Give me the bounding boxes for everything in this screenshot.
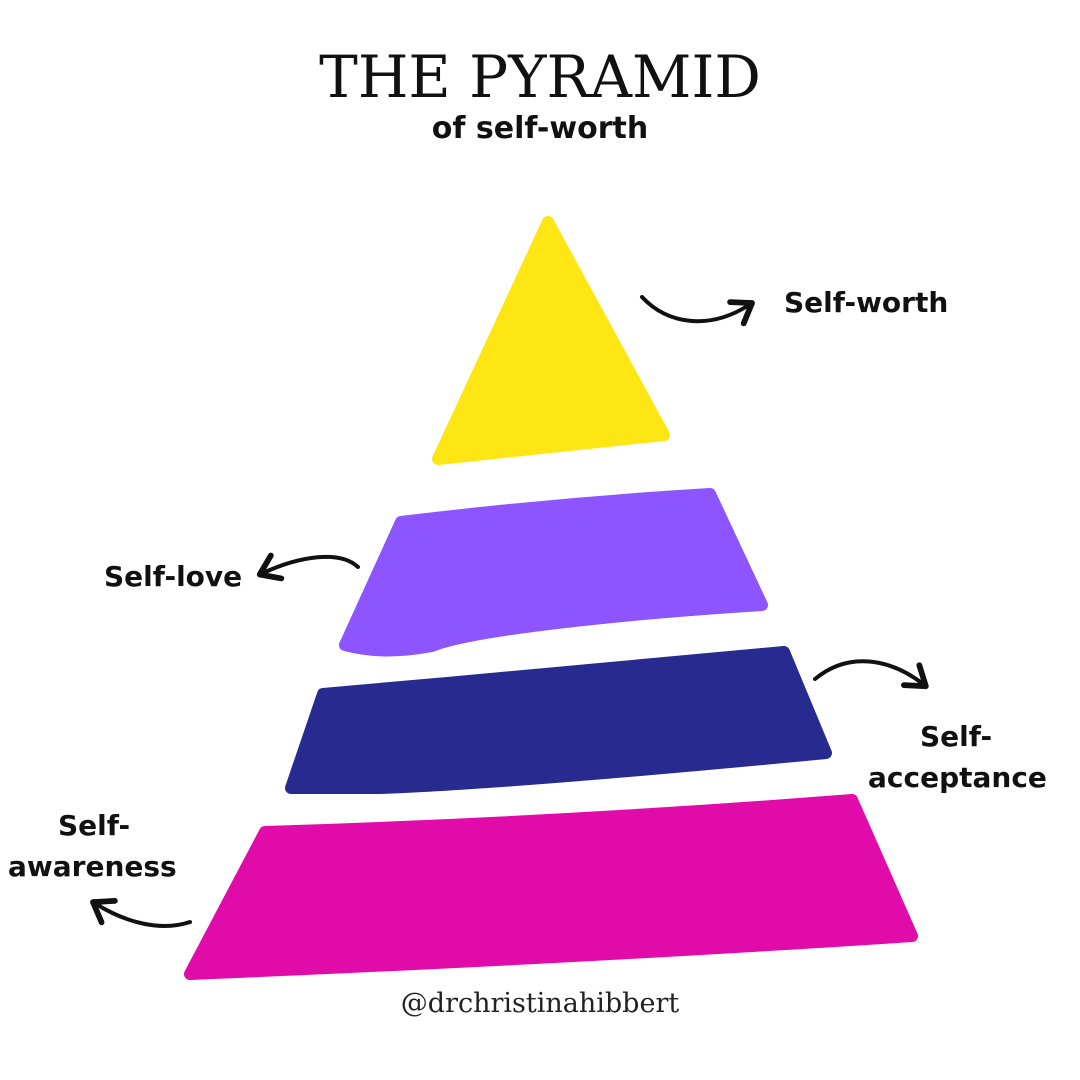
- arrow-self-acceptance: [813, 659, 929, 690]
- arrow-self-worth: [640, 295, 755, 327]
- label-self-acceptance-line2: acceptance: [868, 760, 1047, 794]
- author-handle: @drchristinahibbert: [400, 988, 680, 1019]
- page-title: THE PYRAMID: [319, 43, 761, 111]
- page-subtitle: of self-worth: [431, 111, 649, 146]
- pyramid-level-self-acceptance: [285, 646, 832, 794]
- label-self-acceptance: Self- acceptance: [868, 717, 1047, 798]
- label-self-awareness-line1: Self-: [58, 809, 131, 842]
- pyramid-level-self-awareness: [184, 794, 918, 980]
- label-self-awareness: Self- awareness: [8, 806, 177, 887]
- arrow-self-awareness: [90, 898, 192, 928]
- pyramid-level-self-worth: [432, 216, 670, 465]
- label-self-worth: Self-worth: [784, 286, 949, 319]
- label-self-awareness-line2: awareness: [8, 849, 177, 883]
- label-self-love: Self-love: [104, 560, 243, 593]
- arrow-self-love: [256, 552, 360, 582]
- label-self-acceptance-line1: Self-: [920, 720, 993, 753]
- pyramid-level-self-love: [339, 488, 768, 657]
